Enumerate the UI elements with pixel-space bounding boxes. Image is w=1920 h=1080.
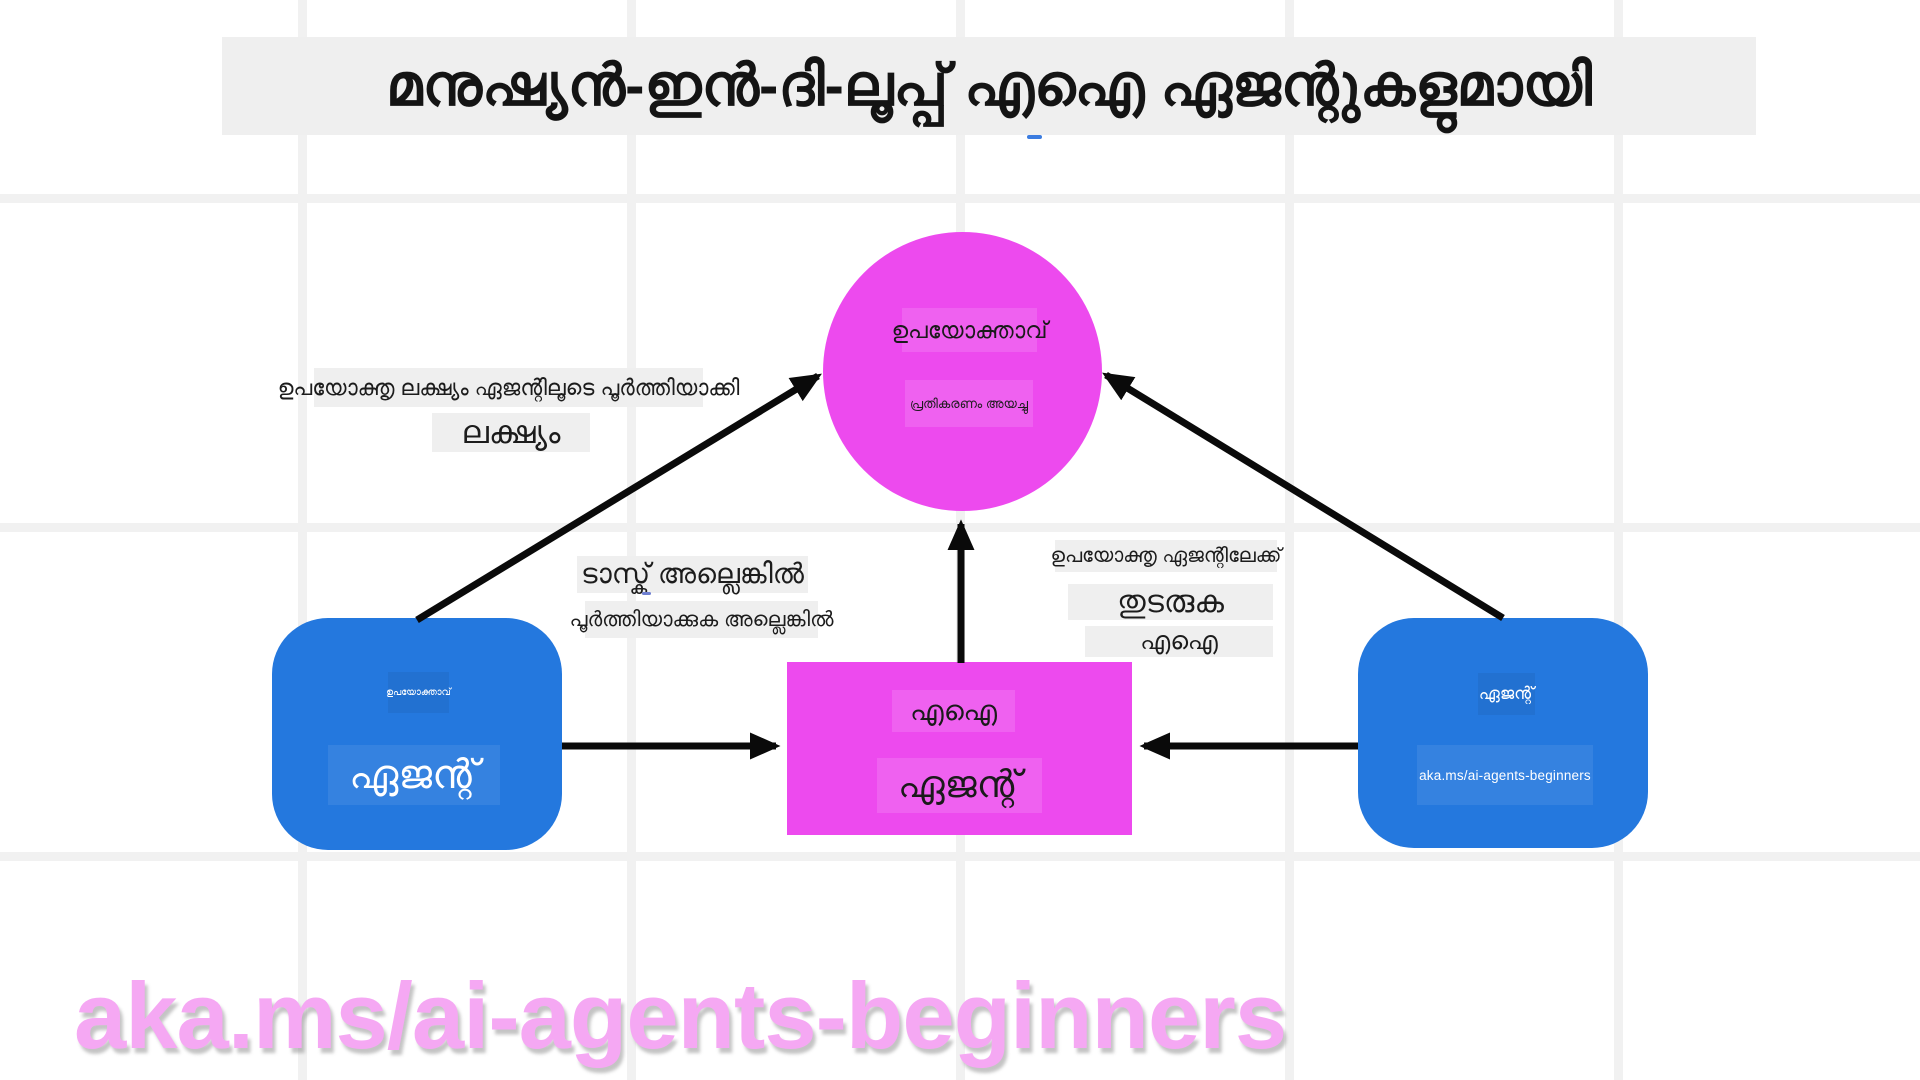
ai-agent-label: ഏജന്റ് <box>877 758 1042 813</box>
left-agent-label: ഏജന്റ് <box>328 745 500 805</box>
page-title: മനുഷ്യൻ-ഇൻ-ദി-ലൂപ്പ് എഐ ഏജന്റുകളുമായി <box>222 37 1756 135</box>
node-left-agent: ഉപയോക്താവ് ഏജന്റ് <box>272 618 562 850</box>
title-underline-dash <box>1027 135 1042 139</box>
right-agent-small-label: ഏജന്റ് <box>1478 673 1535 715</box>
edge-label-goal-line2: ലക്ഷ്യം <box>432 413 590 452</box>
left-agent-small-label: ഉപയോക്താവ് <box>386 672 451 713</box>
footer-link: aka.ms/ai-agents-beginners <box>74 963 1287 1068</box>
edge-label-task-line1: ടാസ്ക് അല്ലെങ്കിൽ <box>577 556 808 593</box>
node-right-agent: ഏജന്റ് aka.ms/ai-agents-beginners <box>1358 618 1648 848</box>
user-circle-title: ഉപയോക്താവ് <box>891 308 1048 352</box>
edge-label-continue-line3: എഐ <box>1085 626 1273 657</box>
ai-agent-small-label: എഐ <box>892 690 1015 732</box>
node-user-circle: ഉപയോക്താവ് പ്രതികരണം അയച്ചു <box>823 232 1102 511</box>
arrow-right-agent-to-user <box>1102 372 1505 621</box>
user-circle-subtitle: പ്രതികരണം അയച്ചു <box>905 380 1033 427</box>
right-agent-link: aka.ms/ai-agents-beginners <box>1417 745 1593 805</box>
edge-label-task-line2: പൂർത്തിയാക്കുക അല്ലെങ്കിൽ <box>570 601 833 638</box>
task-label-dash <box>642 592 651 595</box>
edge-label-continue-line2: തുടരുക <box>1068 584 1273 620</box>
edge-label-goal-line1: ഉപയോക്തൃ ലക്ഷ്യം ഏജന്റിലൂടെ പൂർത്തിയാക്ക… <box>278 368 739 407</box>
node-ai-agent: എഐ ഏജന്റ് <box>787 662 1132 835</box>
edge-label-continue-line1: ഉപയോക്തൃ ഏജന്റിലേക്ക് <box>1051 540 1281 572</box>
